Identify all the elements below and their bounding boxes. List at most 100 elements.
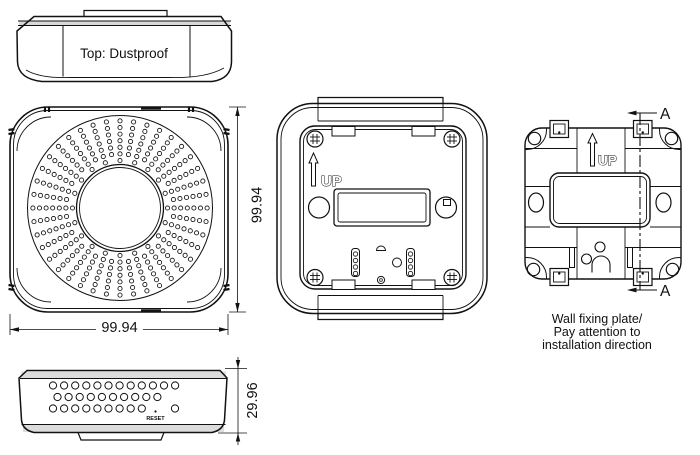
hole <box>134 256 140 262</box>
plate-side-slot-right <box>655 192 672 213</box>
hole <box>52 158 58 164</box>
plate-corner-hole <box>527 131 542 146</box>
hole <box>63 233 69 239</box>
hole <box>66 222 72 228</box>
hole <box>170 213 176 219</box>
hole <box>63 205 69 211</box>
section-arrow <box>627 287 637 293</box>
side-top-band-fill <box>21 371 226 378</box>
section-line-a-a: A A <box>627 106 671 300</box>
hole <box>57 162 63 168</box>
plate-clip <box>632 119 653 139</box>
hole <box>77 283 83 289</box>
hole <box>137 381 146 390</box>
speaker-center-ring-outer <box>75 163 165 253</box>
top-view-tab <box>83 9 168 16</box>
hole <box>183 216 189 222</box>
hole <box>352 257 359 264</box>
hole <box>43 205 49 211</box>
hole <box>30 205 36 211</box>
back-center-opening <box>333 188 431 227</box>
hole <box>79 243 85 249</box>
hole <box>142 392 151 402</box>
plate-center-opening <box>549 172 651 228</box>
hole <box>164 140 170 146</box>
hole <box>189 168 195 174</box>
hole <box>144 288 150 294</box>
front-width-dimension: 99.94 <box>9 314 229 336</box>
screw-icon <box>306 268 324 287</box>
hole <box>47 182 53 188</box>
hole <box>63 245 69 251</box>
hole <box>169 153 175 159</box>
hole <box>164 270 170 276</box>
hole <box>85 161 91 167</box>
hole <box>149 161 155 167</box>
hole <box>352 270 359 277</box>
plate-clip <box>549 267 570 287</box>
hole <box>132 250 138 256</box>
side-outline <box>18 369 228 434</box>
back-slot <box>331 126 356 137</box>
hole <box>79 167 85 173</box>
hole <box>93 381 102 390</box>
plate-screw-hole <box>580 253 593 265</box>
hole <box>93 404 102 413</box>
hole <box>34 232 40 238</box>
hole <box>126 404 135 413</box>
hole <box>82 404 91 413</box>
hole <box>44 217 50 223</box>
hole <box>168 135 174 141</box>
hole <box>145 259 151 265</box>
hole <box>183 194 189 200</box>
back-small-hole <box>392 257 402 268</box>
hole <box>145 151 151 157</box>
hole <box>168 222 174 228</box>
front-height-dimension: 99.94 <box>229 106 266 313</box>
hole <box>117 266 123 272</box>
hole <box>47 256 53 262</box>
hole <box>94 275 100 281</box>
hole <box>86 145 92 151</box>
back-center-opening-inner <box>337 192 427 223</box>
hole <box>149 249 155 255</box>
hole <box>69 253 75 259</box>
hole <box>126 265 133 271</box>
hole <box>177 236 183 242</box>
screw-icon <box>443 268 461 287</box>
hole <box>92 282 98 288</box>
hole <box>130 125 136 132</box>
hole <box>142 157 148 163</box>
hole <box>157 283 163 289</box>
plate-caption-line1: Wall fixing plate/ <box>552 312 643 326</box>
hole <box>51 239 57 245</box>
hole <box>166 241 172 247</box>
plate-caption-line2: Pay attention to <box>554 325 641 339</box>
hole <box>81 254 87 260</box>
hole <box>117 259 123 265</box>
hole <box>182 158 188 164</box>
hole <box>171 205 177 211</box>
hole <box>68 169 74 175</box>
front-height-dim-text: 99.94 <box>250 187 266 223</box>
screw-icon <box>306 130 324 148</box>
hole <box>191 205 197 211</box>
hole <box>137 404 146 413</box>
hole <box>117 151 123 157</box>
back-screw-boss <box>376 275 386 285</box>
hole <box>31 191 37 197</box>
hole <box>203 191 209 197</box>
hole <box>200 178 206 184</box>
hole <box>50 205 56 211</box>
hole <box>190 217 196 223</box>
hole <box>47 228 53 234</box>
back-outer-edge <box>276 102 488 315</box>
hole <box>117 252 123 259</box>
hole <box>104 125 110 132</box>
hole <box>197 205 204 211</box>
screw-icon <box>443 130 461 148</box>
hole <box>352 251 359 257</box>
hole <box>85 249 91 255</box>
hole <box>148 145 154 151</box>
